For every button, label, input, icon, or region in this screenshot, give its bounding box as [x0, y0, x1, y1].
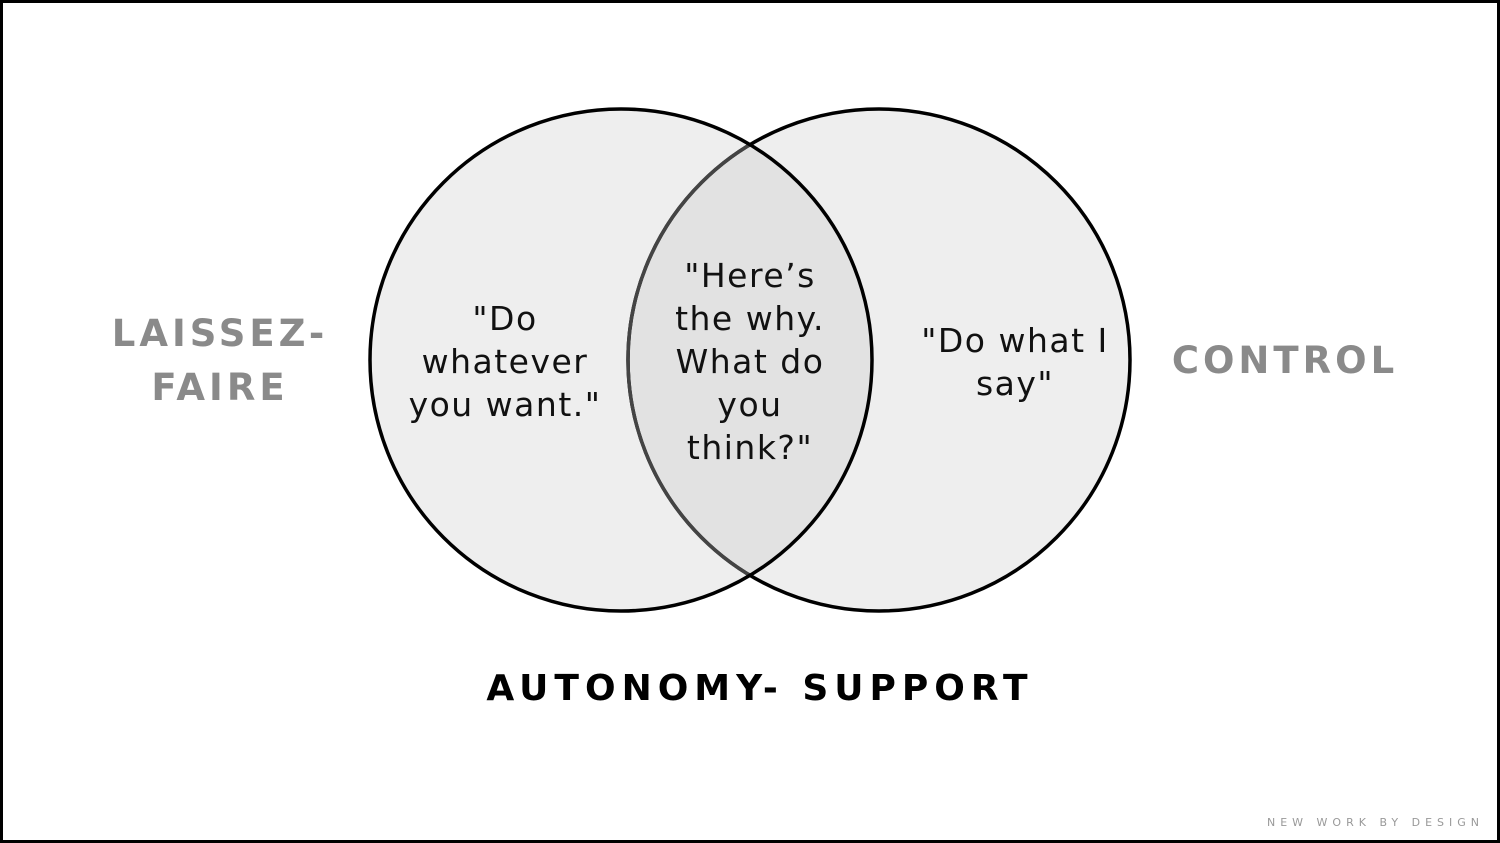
left-circle-text: "Do whatever you want.": [408, 299, 602, 424]
overlap-region: [628, 109, 872, 611]
autonomy-support-label: AUTONOMY- SUPPORT: [486, 668, 1034, 709]
overlap-text: "Here’s the why. What do you think?": [675, 256, 825, 467]
right-circle-inner-arc: [626, 109, 872, 611]
brand-watermark: NEW WORK BY DESIGN: [1267, 816, 1484, 829]
right-circle-text: "Do what I say": [921, 321, 1109, 403]
left-circle-outline: [368, 107, 874, 613]
laissez-faire-label: LAISSEZ- FAIRE: [111, 312, 329, 409]
control-label: CONTROL: [1171, 339, 1399, 382]
